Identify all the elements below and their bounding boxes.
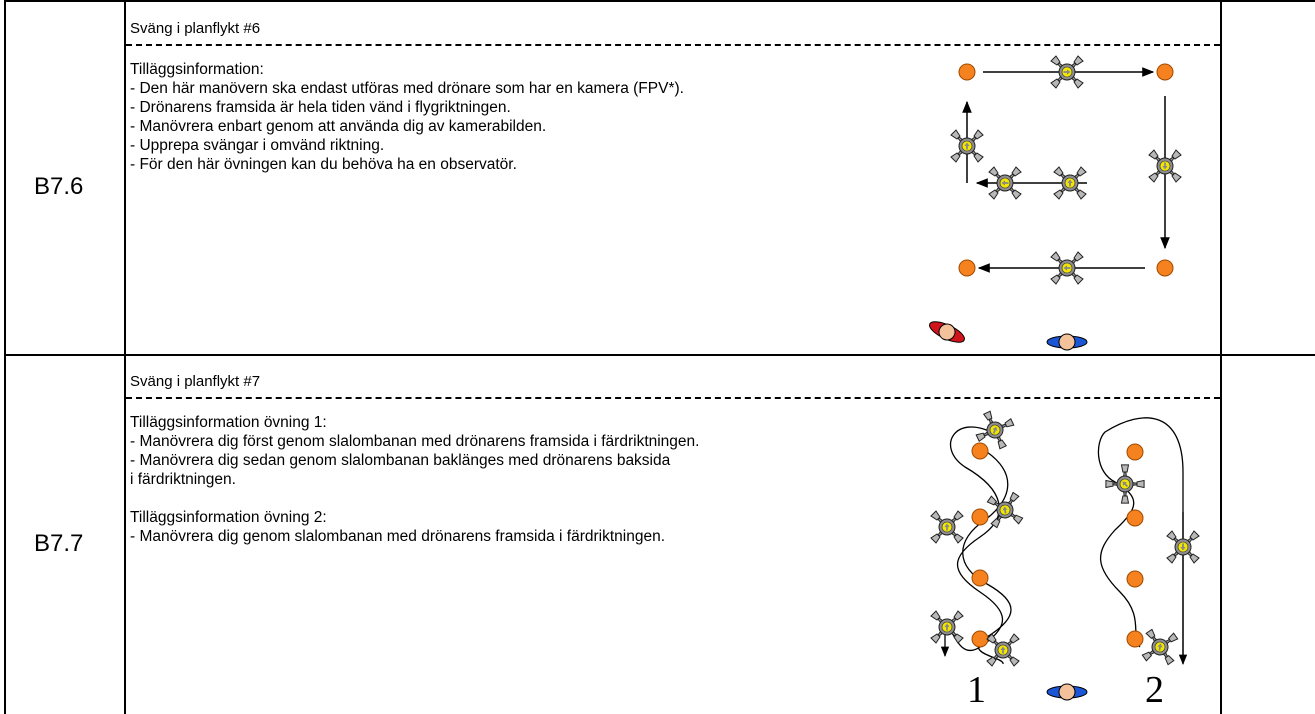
info-line: - Upprepa svängar i omvänd riktning. — [130, 137, 385, 154]
maneuver-diagram-b76 — [929, 55, 1182, 351]
info-line: - Manövrera dig sedan genom slalombanan … — [130, 452, 671, 469]
cone-icon — [971, 442, 989, 460]
cone-icon — [1126, 443, 1144, 461]
table-row-divider — [4, 354, 1315, 356]
drone-icon — [930, 610, 964, 644]
drone-icon — [1140, 627, 1180, 667]
cone-icon — [1126, 630, 1144, 648]
cone-icon — [971, 508, 989, 526]
slalom-diagram-b77: 1 2 — [930, 408, 1200, 711]
info-line: - Manövrera dig genom slalombanan med dr… — [130, 528, 666, 545]
cone-icon — [1126, 570, 1144, 588]
table-column-divider — [1220, 0, 1222, 714]
info-line: - Drönarens framsida är hela tiden vänd … — [130, 99, 511, 116]
info-line: Tilläggsinformation: — [130, 61, 264, 78]
info-line: - Den här manövern ska endast utföras me… — [130, 80, 684, 97]
exercise-code: B7.7 — [34, 530, 84, 557]
pilot-icon — [1046, 333, 1088, 351]
info-line: i färdriktningen. — [130, 471, 236, 488]
exercise-2-label: 2 — [1145, 669, 1164, 711]
table-column-divider — [124, 0, 126, 714]
exercise-title: Sväng i planflykt #7 — [130, 373, 261, 390]
drone-icon — [986, 633, 1020, 667]
additional-info: Tilläggsinformation övning 1: - Manövrer… — [130, 413, 699, 546]
info-line: Tilläggsinformation övning 1: — [130, 414, 327, 431]
cone-icon — [971, 569, 989, 587]
info-line: - Manövrera enbart genom att använda dig… — [130, 118, 547, 135]
observer-icon — [929, 321, 965, 343]
info-line: - Manövrera dig först genom slalombanan … — [130, 433, 700, 450]
additional-info: Tilläggsinformation: - Den här manövern … — [130, 60, 684, 174]
table-top-border — [4, 0, 1315, 2]
info-line: Tilläggsinformation övning 2: — [130, 509, 327, 526]
cone-icon — [958, 63, 976, 81]
title-separator — [126, 44, 1220, 46]
title-separator — [126, 397, 1220, 399]
info-line — [130, 489, 699, 508]
cone-icon — [1126, 509, 1144, 527]
pilot-icon — [1046, 683, 1088, 701]
table-left-border — [4, 0, 6, 714]
cone-icon — [958, 259, 976, 277]
exercise-title: Sväng i planflykt #6 — [130, 20, 261, 37]
cone-icon — [1156, 63, 1174, 81]
cone-icon — [971, 630, 989, 648]
info-line: - För den här övningen kan du behöva ha … — [130, 156, 517, 173]
exercise-code: B7.6 — [34, 173, 84, 200]
exercise-1-label: 1 — [967, 669, 986, 711]
drone-icon — [1101, 460, 1149, 508]
drone-icon — [930, 510, 964, 544]
cone-icon — [1156, 259, 1174, 277]
